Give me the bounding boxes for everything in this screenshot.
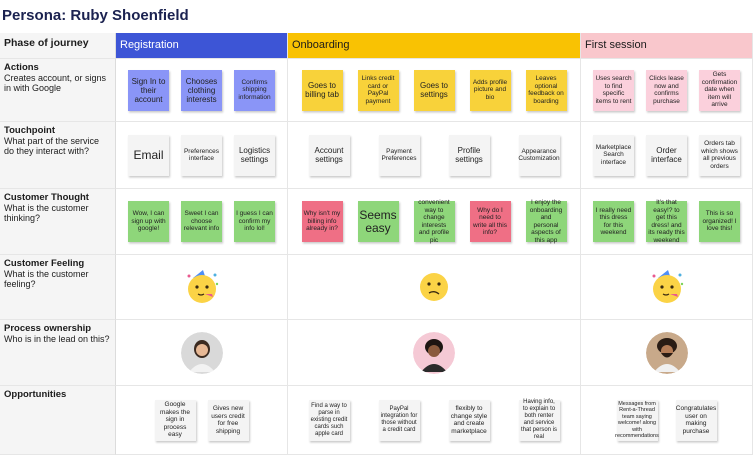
row-label-ownership: Process ownership Who is in the lead on … <box>0 320 116 386</box>
sticky-note[interactable]: Gives new users credit for free shipping <box>207 399 249 441</box>
journey-map-grid: Phase of journey Registration Onboarding… <box>0 33 753 455</box>
sticky-note[interactable]: I enjoy the onboarding and personal aspe… <box>525 199 567 244</box>
row-desc: Creates account, or signs in with Google <box>4 73 107 93</box>
sticky-note[interactable]: I guess I can confirm my info lol! <box>234 201 275 242</box>
row-desc: Who is in the lead on this? <box>4 334 110 344</box>
avatar-woman-1 <box>180 331 223 374</box>
cell-opportunities-registration: Google makes the sign in process easy Gi… <box>116 386 288 455</box>
cell-actions-onboarding: Goes to billing tab Links credit card or… <box>288 59 581 122</box>
row-desc: What is the customer thinking? <box>4 203 89 223</box>
sticky-note[interactable]: Uses search to find specific items to re… <box>593 69 634 111</box>
sticky-note[interactable]: Messages from Rent-a-Thread team saying … <box>615 399 659 441</box>
cell-actions-first-session: Uses search to find specific items to re… <box>581 59 753 122</box>
sticky-note[interactable]: Having info, to explain to both renter a… <box>518 399 560 441</box>
sticky-note[interactable]: Appearance Customization <box>518 134 560 176</box>
sticky-note[interactable]: Adds profile picture and bio <box>469 69 511 111</box>
cell-feeling-first-session <box>581 255 753 320</box>
sticky-note[interactable]: Email <box>128 134 169 176</box>
sticky-note[interactable]: Profile settings <box>448 134 490 176</box>
party-face-icon <box>652 270 683 303</box>
cell-feeling-registration <box>116 255 288 320</box>
avatar-man <box>645 331 688 374</box>
row-title: Customer Feeling <box>4 258 85 269</box>
cell-touchpoint-registration: Email Preferences interface Logistics se… <box>116 122 288 189</box>
phase-onboarding: Onboarding <box>288 33 581 59</box>
cell-touchpoint-first-session: Marketplace Search interface Order inter… <box>581 122 753 189</box>
sticky-note[interactable]: Logistics settings <box>234 134 275 176</box>
sticky-note[interactable]: Order interface <box>646 134 687 176</box>
party-face-icon <box>187 270 218 303</box>
sticky-note[interactable]: Sweet I can choose relevant info <box>181 201 222 242</box>
page-title: Persona: Ruby Shoenfield <box>2 7 189 24</box>
cell-thought-onboarding: Why isn't my billing info already in? Se… <box>288 189 581 255</box>
row-label-opportunities: Opportunities <box>0 386 116 455</box>
sticky-note[interactable]: Payment Preferences <box>378 134 420 176</box>
sticky-note[interactable]: PayPal integration for those without a c… <box>378 399 420 441</box>
sticky-note[interactable]: Why do I need to write all this info? <box>469 201 511 242</box>
sticky-note[interactable]: It's that easy!? to get this dress! and … <box>646 199 687 244</box>
sticky-note[interactable]: Goes to billing tab <box>301 69 343 111</box>
phase-registration: Registration <box>116 33 288 59</box>
sticky-note[interactable]: Marketplace Search interface <box>593 134 634 176</box>
phase-first-session: First session <box>581 33 753 59</box>
sticky-note[interactable]: I really need this dress for this weeken… <box>593 201 634 242</box>
sticky-note[interactable]: Goes to settings <box>413 69 455 111</box>
cell-thought-registration: Wow, I can sign up with google! Sweet I … <box>116 189 288 255</box>
sticky-note[interactable]: Confirms shipping information <box>234 69 275 111</box>
cell-feeling-onboarding <box>288 255 581 320</box>
confused-face-icon <box>420 273 448 301</box>
sticky-note[interactable]: Google makes the sign in process easy <box>154 399 196 441</box>
avatar-woman-2 <box>413 331 455 374</box>
sticky-note[interactable]: flexibly to change style and create mark… <box>448 399 490 441</box>
sticky-note[interactable]: Leaves optional feedback on boarding <box>525 69 567 111</box>
sticky-note[interactable]: Clicks lease now and confirms purchase <box>646 69 687 111</box>
sticky-note[interactable]: Find a way to parse in existing credit c… <box>308 399 350 441</box>
sticky-note[interactable]: Account settings <box>308 134 350 176</box>
cell-opportunities-first-session: Messages from Rent-a-Thread team saying … <box>581 386 753 455</box>
cell-ownership-first-session <box>581 320 753 386</box>
sticky-note[interactable]: convenient way to change interests and p… <box>413 199 455 244</box>
sticky-note[interactable]: Orders tab which shows all previous orde… <box>699 134 740 176</box>
sticky-note[interactable]: Preferences interface <box>181 134 222 176</box>
sticky-note[interactable]: This is so organized! I love this! <box>699 201 740 242</box>
cell-ownership-registration <box>116 320 288 386</box>
sticky-note[interactable]: Congratulates user on making purchase <box>675 399 717 441</box>
row-label-actions: Actions Creates account, or signs in wit… <box>0 59 116 122</box>
sticky-note[interactable]: Why isn't my billing info already in? <box>301 201 343 242</box>
sticky-note[interactable]: Links credit card or PayPal payment <box>357 69 399 111</box>
sticky-note[interactable]: Wow, I can sign up with google! <box>128 201 169 242</box>
row-label-thought: Customer Thought What is the customer th… <box>0 189 116 255</box>
cell-thought-first-session: I really need this dress for this weeken… <box>581 189 753 255</box>
row-title: Customer Thought <box>4 192 89 203</box>
sticky-note[interactable]: Chooses clothing interests <box>181 69 222 111</box>
sticky-note[interactable]: Sign In to their account <box>128 69 169 111</box>
cell-actions-registration: Sign In to their account Chooses clothin… <box>116 59 288 122</box>
cell-opportunities-onboarding: Find a way to parse in existing credit c… <box>288 386 581 455</box>
row-title: Actions <box>4 62 39 73</box>
sticky-note[interactable]: Gets confirmation date when item will ar… <box>699 69 740 111</box>
row-label-touchpoint: Touchpoint What part of the service do t… <box>0 122 116 189</box>
row-title: Touchpoint <box>4 125 56 136</box>
row-desc: What is the customer feeling? <box>4 269 89 289</box>
sticky-note[interactable]: Seems easy <box>357 201 399 242</box>
row-title: Process ownership <box>4 323 92 334</box>
row-desc: What part of the service do they interac… <box>4 136 100 156</box>
cell-touchpoint-onboarding: Account settings Payment Preferences Pro… <box>288 122 581 189</box>
cell-ownership-onboarding <box>288 320 581 386</box>
row-label-feeling: Customer Feeling What is the customer fe… <box>0 255 116 320</box>
phase-header: Phase of journey <box>0 33 116 59</box>
row-title: Opportunities <box>4 389 67 400</box>
